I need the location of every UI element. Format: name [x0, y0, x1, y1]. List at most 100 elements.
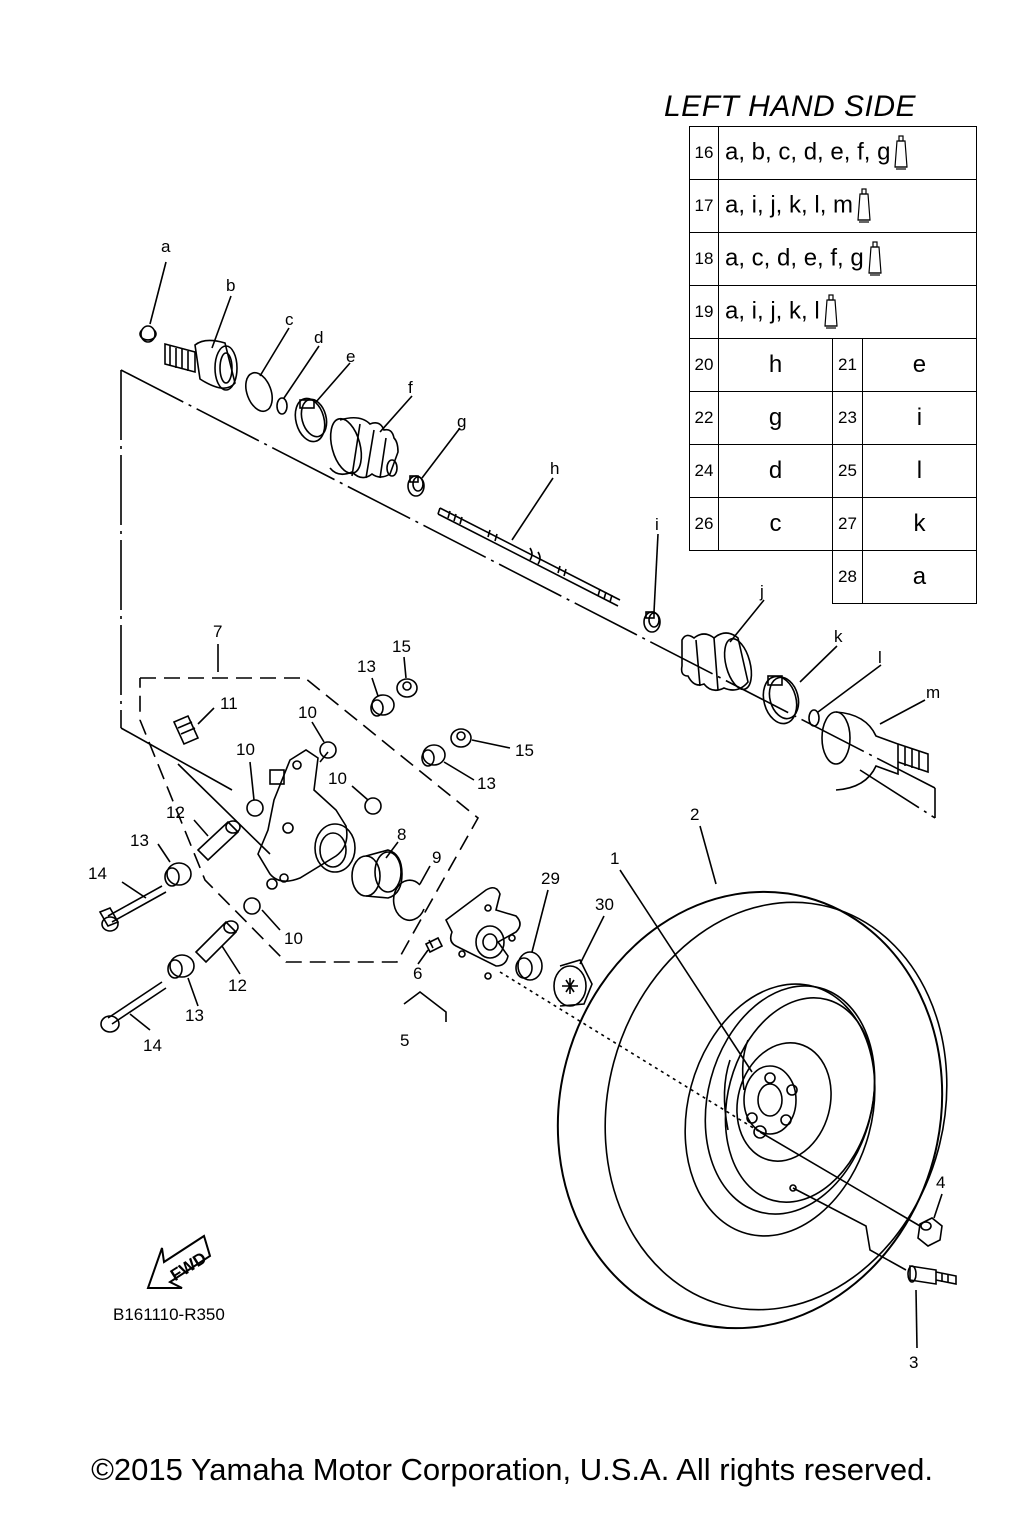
callout-10-a: 10	[298, 703, 317, 722]
phantom-line-bottom	[120, 727, 233, 791]
circlip-d	[276, 397, 288, 415]
row-number: 17	[689, 179, 719, 233]
phantom-line-top	[120, 369, 936, 789]
callout-h: h	[550, 459, 559, 478]
hub-bolt-6	[424, 936, 444, 954]
grease-tube-icon	[824, 294, 838, 329]
bushing-13-d	[167, 954, 195, 979]
row-number: 21	[832, 338, 863, 392]
nut-15-upper	[396, 678, 418, 698]
bearing-8	[351, 849, 403, 899]
cap-30	[553, 959, 593, 1007]
boot-band-k	[762, 675, 800, 725]
left-hand-side-table: 16 a, b, c, d, e, f, g 17 a, i, j, k, l,…	[689, 126, 978, 604]
oring-c	[245, 371, 273, 413]
row-number: 27	[832, 497, 863, 551]
row-parts: a, i, j, k, l	[718, 285, 977, 339]
knuckle	[257, 749, 356, 890]
cv-joint-m	[821, 711, 929, 791]
row-value: k	[861, 497, 978, 551]
row-value: d	[717, 444, 834, 498]
valve-3	[907, 1265, 957, 1285]
grease-tube-icon	[868, 241, 882, 276]
callout-c: c	[285, 310, 294, 329]
row-value: h	[717, 338, 834, 392]
callout-13-b: 13	[477, 774, 496, 793]
row-parts-text: a, c, d, e, f, g	[725, 244, 864, 272]
bushing-13-c	[164, 862, 192, 887]
cv-joint-b	[164, 339, 238, 391]
callout-2: 2	[690, 805, 699, 824]
fwd-badge-text: FWD	[167, 1248, 210, 1285]
boot-band-e	[294, 397, 328, 443]
row-parts: a, c, d, e, f, g	[718, 232, 977, 286]
callout-14-lower: 14	[143, 1036, 162, 1055]
callout-12-upper: 12	[166, 803, 185, 822]
bolt-14-lower	[100, 981, 167, 1033]
row-parts-text: a, b, c, d, e, f, g	[725, 138, 891, 166]
callout-j: j	[759, 582, 764, 601]
bushing-10-c	[246, 799, 264, 817]
callout-29: 29	[541, 869, 560, 888]
table-row: 17 a, i, j, k, l, m	[689, 179, 977, 233]
circlip-a	[139, 329, 157, 341]
row-value: g	[717, 391, 834, 445]
row-number	[690, 551, 719, 604]
reference-code: B161110-R350	[113, 1305, 225, 1324]
bolt-14-upper	[98, 885, 167, 932]
row-value: l	[861, 444, 978, 498]
row-parts-text: a, i, j, k, l, m	[725, 191, 854, 219]
drive-shaft-h	[437, 507, 621, 607]
callout-8: 8	[397, 825, 406, 844]
callout-3: 3	[909, 1353, 918, 1372]
bushing-10-b	[364, 797, 382, 815]
nut-15-lower	[450, 728, 472, 748]
callout-f: f	[408, 378, 413, 397]
row-number: 23	[832, 391, 863, 445]
table-row: 18 a, c, d, e, f, g	[689, 232, 977, 286]
callout-13-d: 13	[185, 1006, 204, 1025]
row-number: 18	[689, 232, 719, 286]
tire-2	[556, 890, 948, 1330]
fwd-arrow	[146, 1234, 212, 1289]
callout-4: 4	[936, 1173, 945, 1192]
callout-6: 6	[413, 964, 422, 983]
callout-10-b: 10	[236, 740, 255, 759]
bushing-13-a	[370, 694, 395, 717]
nut-29	[515, 951, 543, 981]
clamp-g	[407, 475, 425, 497]
callout-g: g	[457, 412, 466, 431]
callout-10-d: 10	[284, 929, 303, 948]
boot-f	[329, 416, 399, 479]
callout-m: m	[926, 683, 940, 702]
table-row: 24 d 25 l	[689, 444, 978, 498]
row-value: e	[861, 338, 978, 392]
circlip-9	[392, 879, 425, 922]
row-value	[719, 551, 833, 604]
table-row: 19 a, i, j, k, l	[689, 285, 977, 339]
bushing-10-a	[319, 741, 337, 759]
row-parts: a, b, c, d, e, f, g	[718, 126, 977, 180]
wheel-nut-4	[917, 1217, 943, 1247]
knuckle-group-box	[139, 677, 480, 963]
row-number: 25	[832, 444, 863, 498]
callout-11: 11	[220, 694, 238, 713]
callout-10-c: 10	[328, 769, 347, 788]
table-row: 28 a	[690, 550, 978, 604]
callout-b: b	[226, 276, 235, 295]
clamp-i	[643, 611, 661, 633]
callout-l: l	[878, 648, 882, 667]
table-row: 22 g 23 i	[689, 391, 978, 445]
callout-7: 7	[213, 622, 222, 641]
copyright-notice: ©2015 Yamaha Motor Corporation, U.S.A. A…	[91, 1452, 933, 1487]
row-number: 22	[689, 391, 719, 445]
row-number: 16	[689, 126, 719, 180]
callout-1: 1	[610, 849, 619, 868]
callout-13-upper: 13	[357, 657, 376, 676]
row-value: i	[861, 391, 978, 445]
row-number: 24	[689, 444, 719, 498]
wheel-1	[684, 983, 876, 1237]
hub-5	[444, 886, 521, 980]
row-parts-text: a, i, j, k, l	[725, 297, 820, 325]
